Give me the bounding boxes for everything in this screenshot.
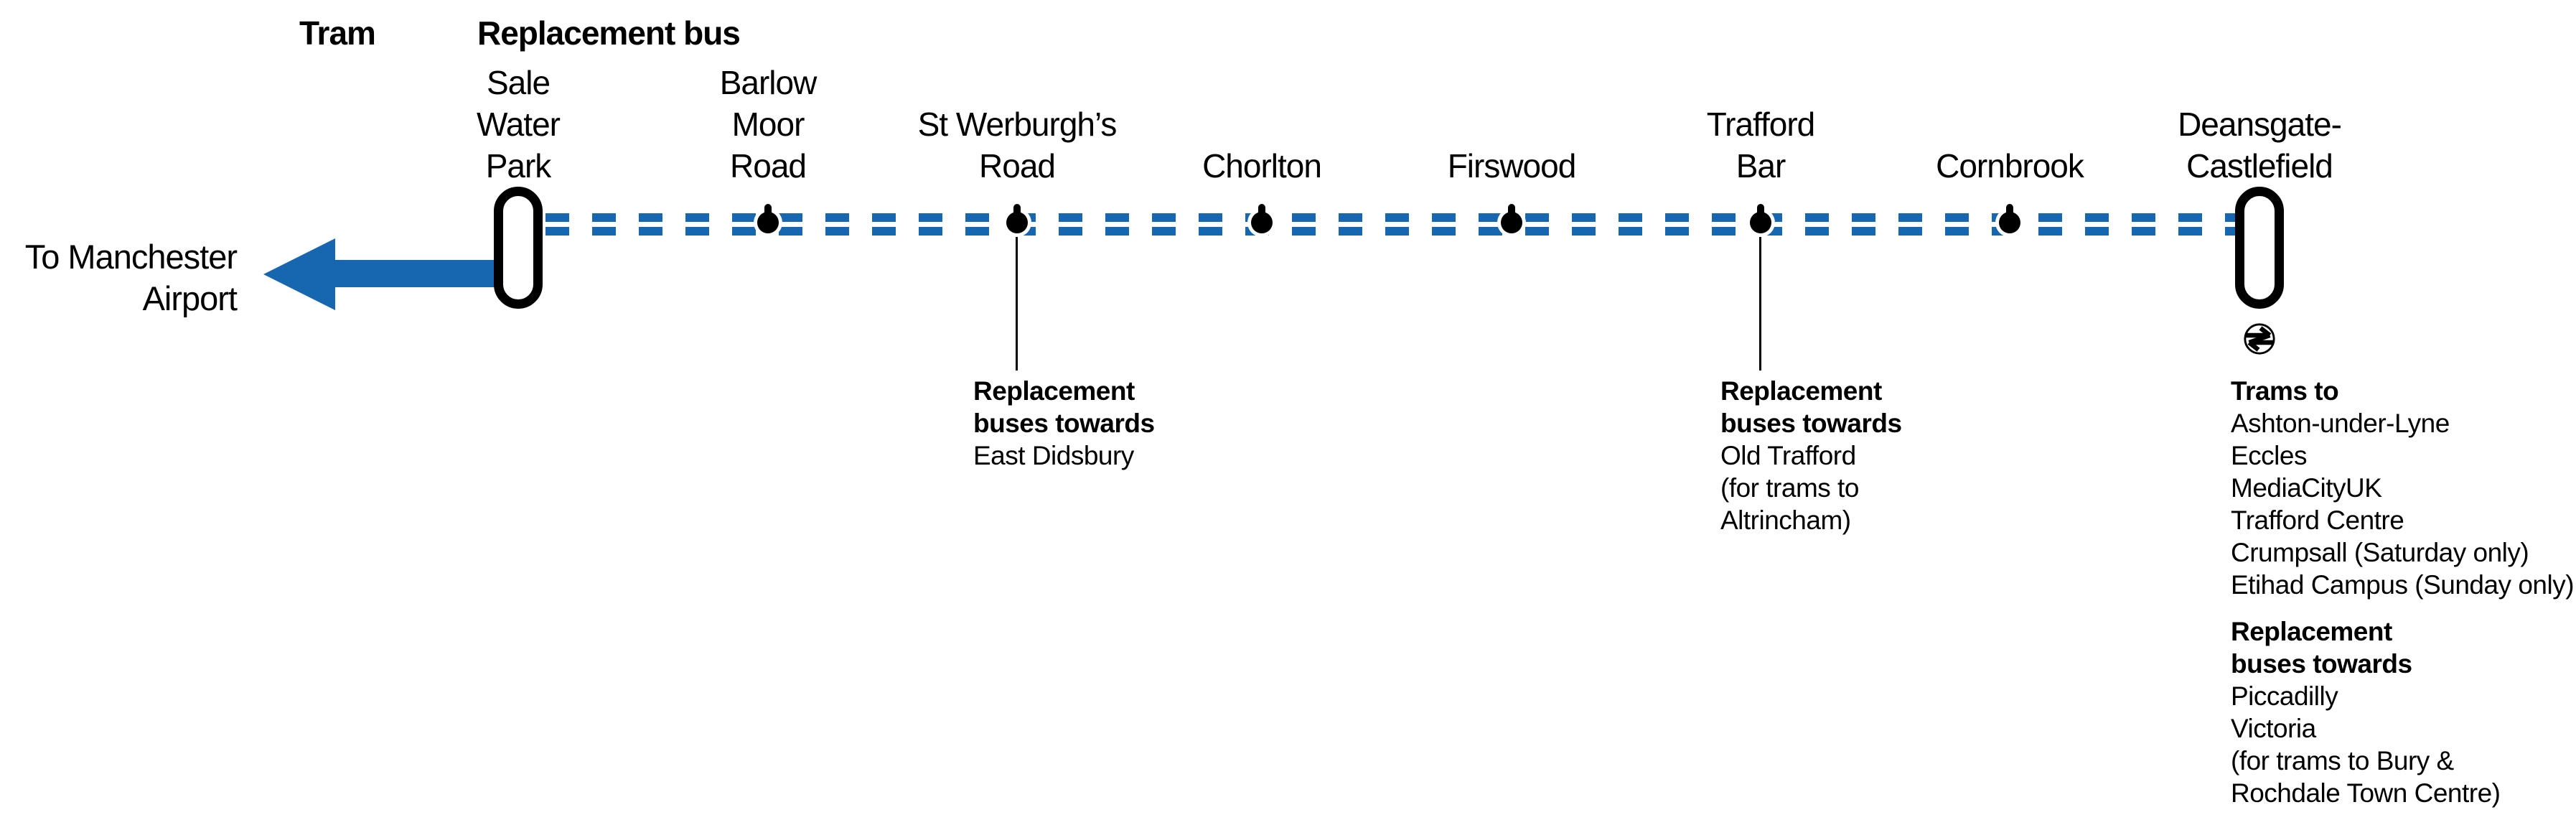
annotation-trafford-bar: Replacement buses towards Old Trafford (… bbox=[1720, 376, 1902, 535]
stop-marker-chorlton bbox=[1251, 204, 1273, 233]
station-label-st-werburghs-road: St Werburgh’s Road bbox=[917, 106, 1118, 185]
station-label-deansgate-castlefield: Deansgate- Castlefield bbox=[2178, 106, 2342, 185]
stop-marker-cornbrook bbox=[1999, 204, 2020, 233]
station-label-chorlton: Chorlton bbox=[1202, 147, 1322, 185]
tram-arrow-icon bbox=[263, 238, 335, 310]
national-rail-icon bbox=[2244, 323, 2275, 355]
station-label-cornbrook: Cornbrook bbox=[1936, 147, 2084, 185]
station-label-barlow-moor-road: Barlow Moor Road bbox=[719, 64, 818, 185]
replacement-bus-line-lower bbox=[545, 227, 2239, 236]
legend-replacement-bus-label: Replacement bus bbox=[477, 14, 741, 52]
leader-line-trafford-bar bbox=[1759, 237, 1761, 371]
direction-label-line2: Airport bbox=[142, 279, 238, 317]
annotation-st-werburghs-road: Replacement buses towards East Didsbury bbox=[973, 376, 1155, 470]
stop-marker-trafford-bar bbox=[1750, 204, 1771, 233]
station-label-sale-water-park: Sale Water Park bbox=[477, 64, 561, 185]
stop-marker-st-werburghs-road bbox=[1006, 204, 1028, 233]
tram-arrow-tail bbox=[334, 260, 506, 287]
info-deansgate-trams-to: Trams to Ashton-under-Lyne Eccles MediaC… bbox=[2231, 376, 2575, 600]
terminus-symbol-sale-water-park bbox=[494, 187, 543, 309]
stop-marker-barlow-moor-road bbox=[757, 204, 779, 233]
info-deansgate-replacement-buses: Replacement buses towards Piccadilly Vic… bbox=[2231, 617, 2501, 808]
legend-tram-label: Tram bbox=[299, 14, 376, 52]
direction-label-manchester-airport: To Manchester Airport bbox=[0, 236, 238, 320]
replacement-bus-line-upper bbox=[545, 213, 2239, 222]
stop-marker-firswood bbox=[1501, 204, 1522, 233]
station-label-trafford-bar: Trafford Bar bbox=[1706, 106, 1816, 185]
direction-label-line1: To Manchester bbox=[24, 238, 238, 276]
leader-line-st-werburghs-road bbox=[1016, 237, 1018, 371]
terminus-symbol-deansgate-castlefield bbox=[2235, 187, 2284, 309]
station-label-firswood: Firswood bbox=[1447, 147, 1577, 185]
